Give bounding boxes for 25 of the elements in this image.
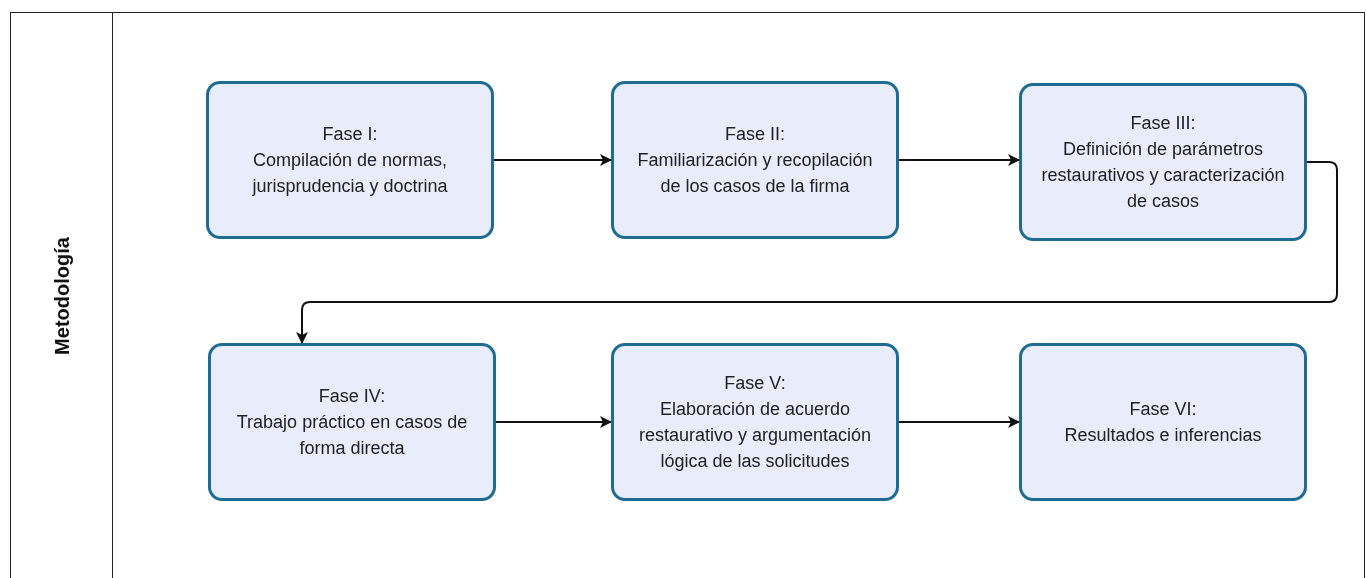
lane-title: Metodología	[50, 237, 74, 355]
phase-description: Definición de parámetros restaurativos y caracterización de casos	[1040, 138, 1286, 213]
phase-box	[611, 343, 899, 501]
swimlane-frame	[10, 12, 1365, 578]
arrow	[898, 154, 1020, 166]
phase-title: Fase II:	[725, 123, 785, 146]
arrow	[898, 416, 1020, 428]
phase-box	[1019, 83, 1307, 241]
phase-description: Trabajo práctico en casos de forma directa	[235, 411, 469, 460]
phase-title: Fase VI:	[1129, 398, 1197, 421]
phase-title: Fase III:	[1130, 112, 1196, 135]
phase-description: Resultados e inferencias	[1064, 424, 1262, 447]
arrow	[296, 161, 1338, 344]
phase-description: Compilación de normas, jurisprudencia y doctrina	[251, 149, 449, 198]
phase-title: Fase I:	[322, 123, 378, 146]
phase-box	[1019, 343, 1307, 501]
phase-description: Elaboración de acuerdo restaurativo y argumentación lógica de las solicitudes	[637, 398, 873, 473]
phase-box	[208, 343, 496, 501]
phase-description: Familiarización y recopilación de los casos de la firma	[636, 149, 874, 198]
arrow	[493, 154, 612, 166]
phase-title: Fase V:	[724, 372, 786, 395]
arrow	[495, 416, 612, 428]
phase-box	[611, 81, 899, 239]
phase-box	[206, 81, 494, 239]
phase-title: Fase IV:	[318, 385, 386, 408]
